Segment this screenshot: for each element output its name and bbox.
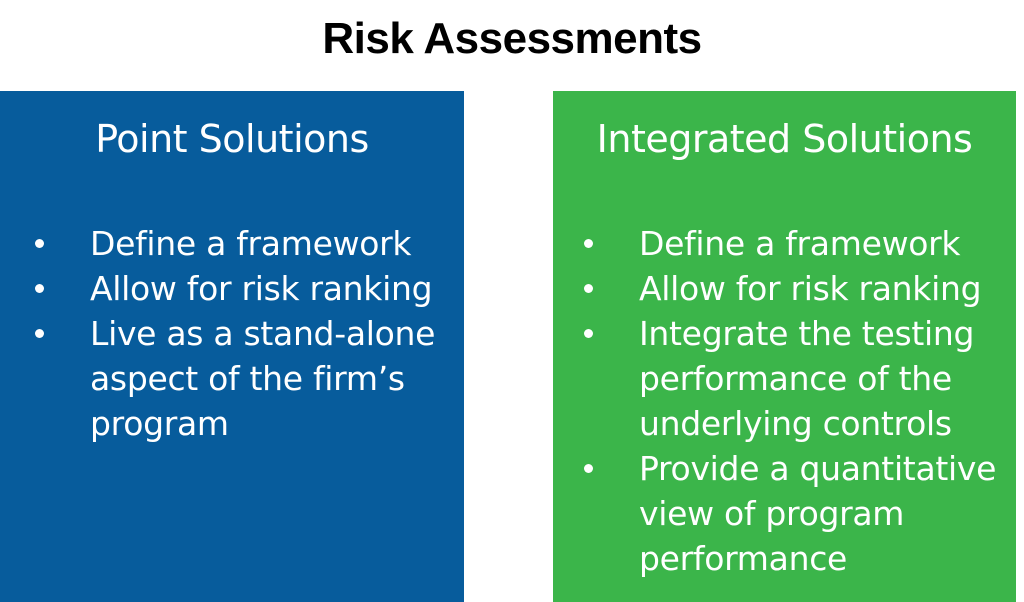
integrated-solutions-panel: Integrated Solutions Define a framework … [553, 91, 1016, 602]
bullet-icon [584, 239, 593, 248]
slide-title: Risk Assessments [322, 14, 702, 63]
point-solutions-heading: Point Solutions [95, 117, 369, 161]
bullet-icon [35, 329, 44, 338]
bullet-icon [35, 284, 44, 293]
list-item: Integrate the testing performance of the… [553, 311, 1016, 446]
point-solutions-list: Define a framework Allow for risk rankin… [0, 221, 464, 446]
list-item-text: Define a framework [90, 224, 412, 263]
bullet-icon [584, 464, 593, 473]
list-item: Allow for risk ranking [0, 266, 464, 311]
list-item: Provide a quantitative view of program p… [553, 446, 1016, 581]
list-item-text: Allow for risk ranking [639, 269, 982, 308]
list-item-text: Define a framework [639, 224, 961, 263]
list-item: Live as a stand-alone aspect of the firm… [0, 311, 464, 446]
list-item: Allow for risk ranking [553, 266, 1016, 311]
bullet-icon [584, 284, 593, 293]
bullet-icon [584, 329, 593, 338]
integrated-solutions-list: Define a framework Allow for risk rankin… [553, 221, 1016, 581]
list-item-text: Allow for risk ranking [90, 269, 433, 308]
list-item-text: Integrate the testing performance of the… [639, 314, 975, 443]
bullet-icon [35, 239, 44, 248]
list-item: Define a framework [0, 221, 464, 266]
integrated-solutions-heading: Integrated Solutions [596, 117, 973, 161]
list-item-text: Provide a quantitative view of program p… [639, 449, 997, 578]
list-item: Define a framework [553, 221, 1016, 266]
list-item-text: Live as a stand-alone aspect of the firm… [90, 314, 436, 443]
point-solutions-panel: Point Solutions Define a framework Allow… [0, 91, 464, 602]
